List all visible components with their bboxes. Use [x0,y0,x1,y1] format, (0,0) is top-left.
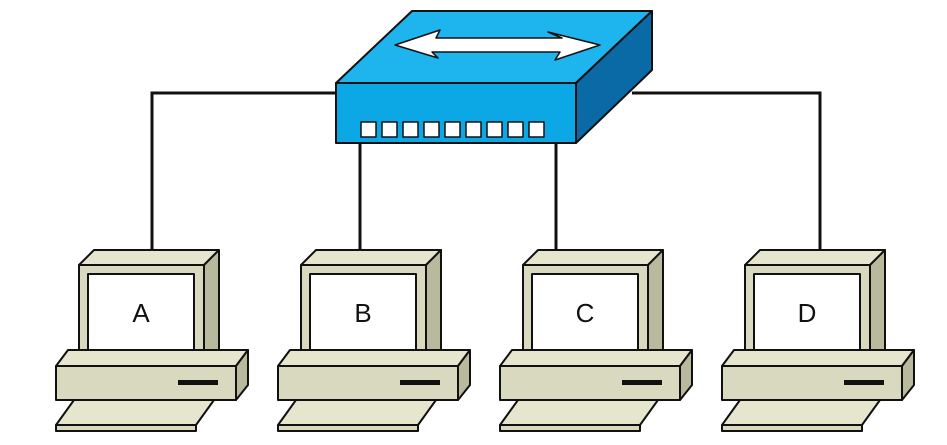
monitor-side [203,249,220,364]
switch-port [423,121,440,138]
switch-port [444,121,461,138]
drive-slot [400,380,440,385]
base-top [721,349,915,367]
keyboard [55,399,215,426]
base-top [499,349,693,367]
keyboard-front [721,424,863,432]
keyboard [277,399,437,426]
computer-d: D [721,249,915,432]
keyboard [721,399,881,426]
monitor-screen [531,273,639,355]
cable-to-d [632,91,822,250]
monitor-top [78,249,220,266]
switch-port [360,121,377,138]
keyboard-front [55,424,197,432]
cables [150,91,822,250]
computer-label: C [576,298,595,328]
computer-label: D [798,298,817,328]
computer-label: B [354,298,371,328]
switch-port [465,121,482,138]
switch-port [486,121,503,138]
base-top [277,349,471,367]
monitor-screen [309,273,417,355]
switch-port [381,121,398,138]
drive-slot [178,380,218,385]
monitor-top [300,249,442,266]
computer-label: A [132,298,150,328]
keyboard-front [499,424,641,432]
computer-c: C [499,249,693,432]
keyboard [499,399,659,426]
monitor-side [647,249,664,364]
switch-ports [360,121,545,138]
drive-slot [622,380,662,385]
base-top [55,349,249,367]
monitor-side [425,249,442,364]
monitor-screen [753,273,861,355]
switch-port [528,121,545,138]
bidirectional-arrow-icon [394,29,601,61]
switch-port [402,121,419,138]
computer-a: A [55,249,249,432]
computers: A B C D [55,249,915,432]
drive-slot [844,380,884,385]
switch-port [507,121,524,138]
network-switch-icon [335,10,653,144]
computer-b: B [277,249,471,432]
keyboard-front [277,424,419,432]
cable-to-a [150,91,336,250]
monitor-top [744,249,886,266]
monitor-side [869,249,886,364]
monitor-top [522,249,664,266]
